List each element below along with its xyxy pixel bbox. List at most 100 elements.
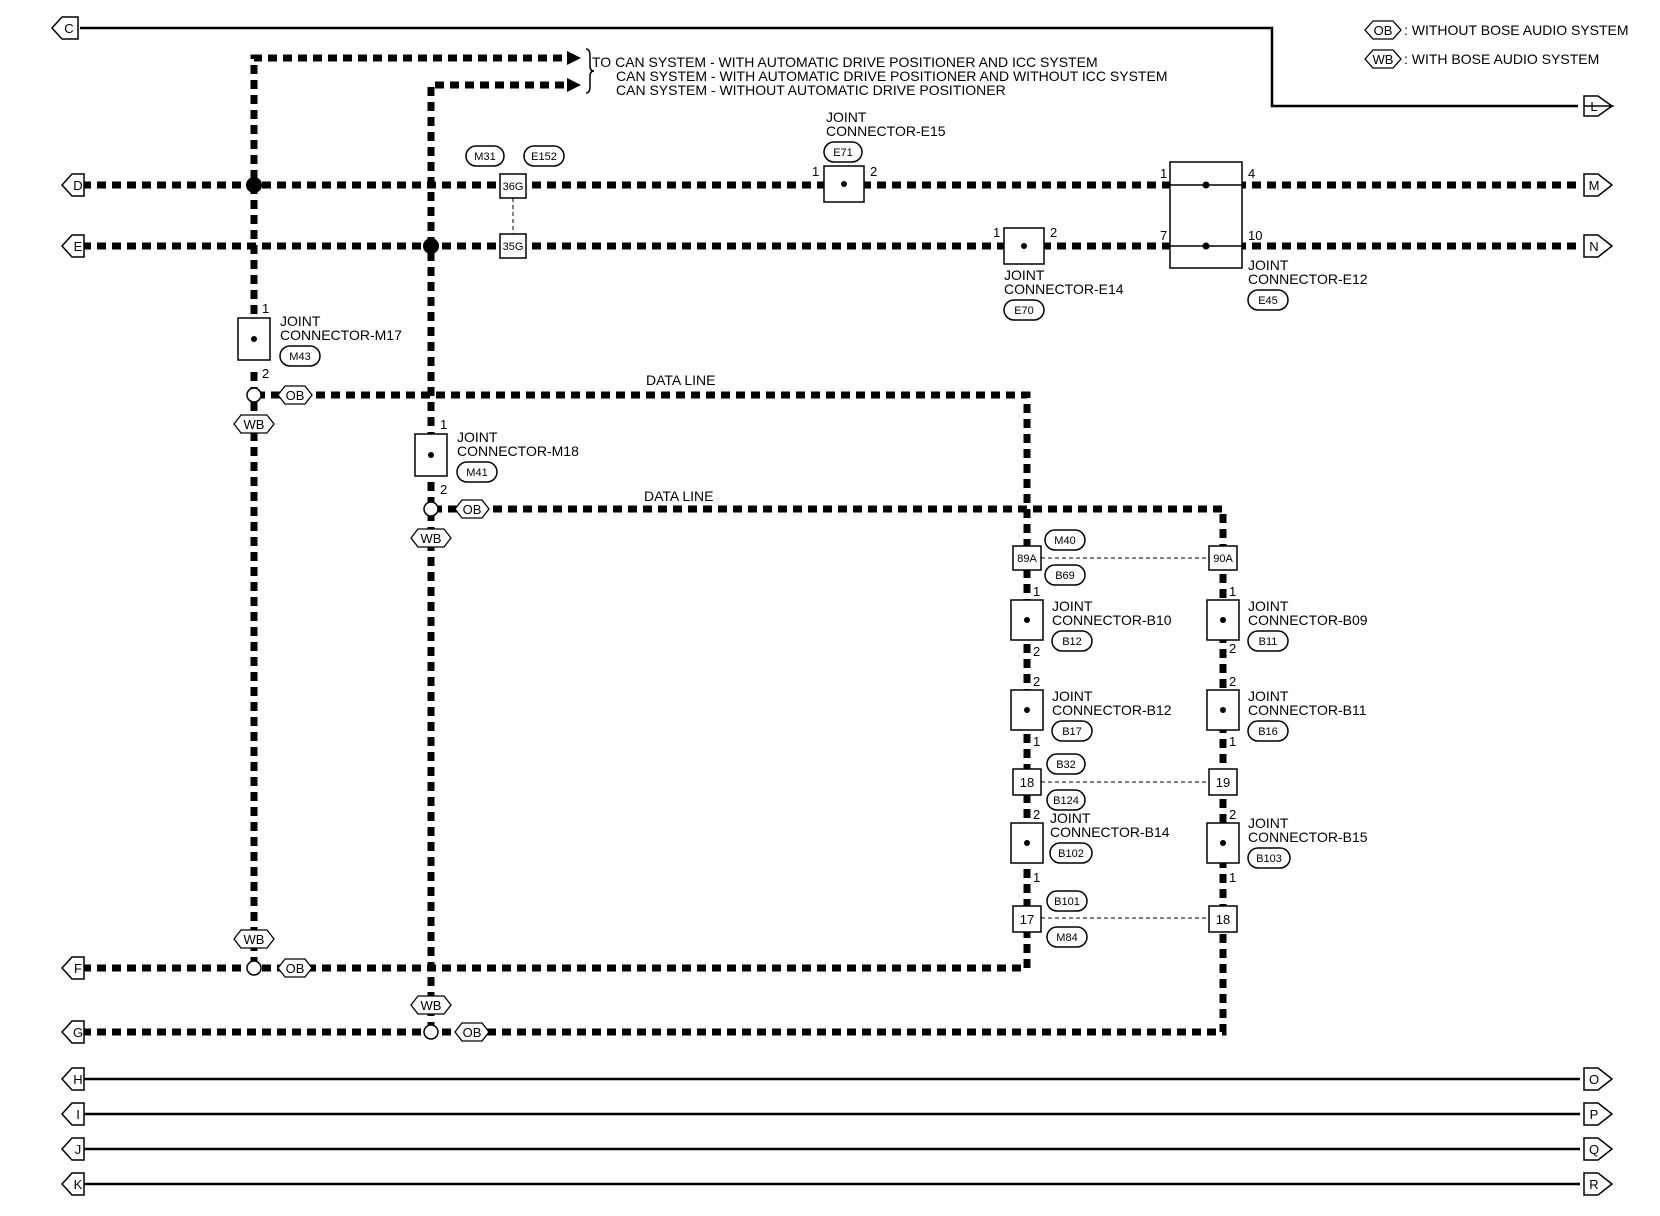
- joint-connector-e14: 1 2 JOINT CONNECTOR-E14 E70: [993, 225, 1124, 321]
- svg-text:OB: OB: [463, 1025, 482, 1040]
- svg-text:O: O: [1589, 1072, 1599, 1087]
- svg-text:10: 10: [1248, 228, 1262, 243]
- svg-text:CONNECTOR-E12: CONNECTOR-E12: [1248, 271, 1368, 287]
- terminal-m: M: [1583, 173, 1614, 197]
- svg-text:M: M: [1589, 178, 1600, 193]
- harness-connector-m31-e152: M31 E152 36G 35G: [465, 145, 565, 259]
- svg-text:B124: B124: [1053, 795, 1079, 807]
- svg-text:WB: WB: [421, 531, 442, 546]
- svg-text:B101: B101: [1054, 896, 1080, 908]
- svg-text:2: 2: [262, 366, 269, 381]
- can-note-line-1: TO CAN SYSTEM - WITH AUTOMATIC DRIVE POS…: [592, 54, 1098, 70]
- svg-text:1: 1: [1033, 870, 1040, 885]
- svg-text:CONNECTOR-B09: CONNECTOR-B09: [1248, 612, 1368, 628]
- svg-text:WB: WB: [421, 998, 442, 1013]
- svg-text:2: 2: [1229, 674, 1236, 689]
- svg-text:B102: B102: [1058, 848, 1084, 860]
- svg-text:OB: OB: [286, 388, 305, 403]
- svg-text:B69: B69: [1055, 570, 1075, 582]
- svg-text:H: H: [73, 1072, 82, 1087]
- svg-text:JOINT: JOINT: [280, 313, 321, 329]
- svg-text:OB: OB: [286, 961, 305, 976]
- svg-text:I: I: [76, 1107, 80, 1122]
- svg-text:1: 1: [1033, 734, 1040, 749]
- can-wires: [82, 54, 1580, 1036]
- svg-text:36G: 36G: [503, 181, 524, 193]
- svg-text:E45: E45: [1258, 295, 1278, 307]
- svg-text:JOINT: JOINT: [1052, 688, 1093, 704]
- svg-text:2: 2: [1033, 674, 1040, 689]
- svg-text:1: 1: [262, 301, 269, 316]
- legend: OB : WITHOUT BOSE AUDIO SYSTEM WB : WITH…: [1364, 20, 1629, 69]
- svg-text:18: 18: [1020, 775, 1034, 790]
- svg-text:JOINT: JOINT: [826, 109, 867, 125]
- svg-text:CONNECTOR-B15: CONNECTOR-B15: [1248, 829, 1368, 845]
- svg-text:F: F: [74, 961, 82, 976]
- terminal-f: F: [60, 956, 85, 980]
- svg-text:2: 2: [1033, 807, 1040, 822]
- svg-text:Q: Q: [1589, 1142, 1599, 1157]
- svg-text:7: 7: [1160, 228, 1167, 243]
- inline-connector-b32-b124: B32 18 19 B124: [1012, 753, 1238, 811]
- svg-text:E71: E71: [833, 147, 853, 159]
- svg-text:1: 1: [1160, 166, 1167, 181]
- terminal-r: R: [1583, 1172, 1614, 1196]
- svg-text:JOINT: JOINT: [1248, 598, 1289, 614]
- data-line-label-2: DATA LINE: [644, 488, 714, 504]
- svg-text:M43: M43: [289, 351, 310, 363]
- option-tags: OB WB OB WB WB OB WB OB: [233, 385, 490, 1042]
- svg-text:CONNECTOR-B14: CONNECTOR-B14: [1050, 824, 1170, 840]
- terminal-g: G: [60, 1020, 85, 1044]
- joint-connector-e12: 1 4 7 10 JOINT CONNECTOR-E12 E45: [1160, 161, 1368, 311]
- svg-text:JOINT: JOINT: [1052, 598, 1093, 614]
- legend-wb-code: WB: [1373, 52, 1394, 67]
- svg-text:1: 1: [812, 164, 819, 179]
- svg-text:K: K: [74, 1177, 83, 1192]
- terminal-o: O: [1583, 1067, 1614, 1091]
- terminal-h: H: [60, 1067, 85, 1091]
- svg-text:90A: 90A: [1213, 553, 1233, 565]
- svg-text:18: 18: [1216, 912, 1230, 927]
- svg-text:OB: OB: [463, 502, 482, 517]
- svg-text:M41: M41: [466, 467, 487, 479]
- svg-text:B103: B103: [1256, 853, 1282, 865]
- can-note-line-2: CAN SYSTEM - WITH AUTOMATIC DRIVE POSITI…: [616, 68, 1167, 84]
- svg-text:B12: B12: [1062, 636, 1082, 648]
- data-line-label-1: DATA LINE: [646, 372, 716, 388]
- joint-connector-e15: JOINT CONNECTOR-E15 E71 1 2: [812, 109, 946, 203]
- svg-text:G: G: [73, 1025, 83, 1040]
- svg-text:2: 2: [870, 164, 877, 179]
- svg-text:CONNECTOR-B11: CONNECTOR-B11: [1248, 702, 1367, 718]
- legend-wb-text: : WITH BOSE AUDIO SYSTEM: [1404, 51, 1599, 67]
- svg-text:E152: E152: [531, 151, 557, 163]
- svg-text:4: 4: [1248, 166, 1255, 181]
- svg-text:2: 2: [1229, 807, 1236, 822]
- svg-text:JOINT: JOINT: [457, 429, 498, 445]
- svg-text:L: L: [1590, 99, 1597, 114]
- svg-text:1: 1: [1033, 584, 1040, 599]
- svg-text:D: D: [73, 178, 82, 193]
- svg-text:CONNECTOR-B10: CONNECTOR-B10: [1052, 612, 1172, 628]
- joint-connector-b15: 2 1 JOINT CONNECTOR-B15 B103: [1206, 807, 1368, 885]
- terminal-p: P: [1583, 1102, 1614, 1126]
- svg-text:M84: M84: [1056, 932, 1077, 944]
- joint-connector-m18: 1 2 JOINT CONNECTOR-M18 M41: [414, 417, 579, 497]
- svg-text:CONNECTOR-E14: CONNECTOR-E14: [1004, 281, 1124, 297]
- inline-connector-b101-m84: B101 17 18 M84: [1012, 890, 1238, 948]
- joint-connector-b12: 2 1 JOINT CONNECTOR-B12 B17: [1010, 674, 1172, 749]
- terminal-i: I: [60, 1102, 85, 1126]
- terminal-d: D: [60, 173, 85, 197]
- svg-text:1: 1: [1229, 734, 1236, 749]
- svg-text:JOINT: JOINT: [1248, 815, 1289, 831]
- svg-text:WB: WB: [244, 417, 265, 432]
- svg-text:2: 2: [1033, 644, 1040, 659]
- can-note-line-3: CAN SYSTEM - WITHOUT AUTOMATIC DRIVE POS…: [616, 82, 1006, 98]
- wire-c-to-l: [80, 26, 1578, 108]
- svg-text:R: R: [1589, 1177, 1598, 1192]
- svg-text:2: 2: [1229, 641, 1236, 656]
- svg-text:1: 1: [993, 225, 1000, 240]
- joint-connector-b09: 1 2 JOINT CONNECTOR-B09 B11: [1206, 584, 1368, 656]
- svg-text:M31: M31: [474, 151, 495, 163]
- svg-text:B32: B32: [1056, 759, 1076, 771]
- svg-text:1: 1: [1229, 870, 1236, 885]
